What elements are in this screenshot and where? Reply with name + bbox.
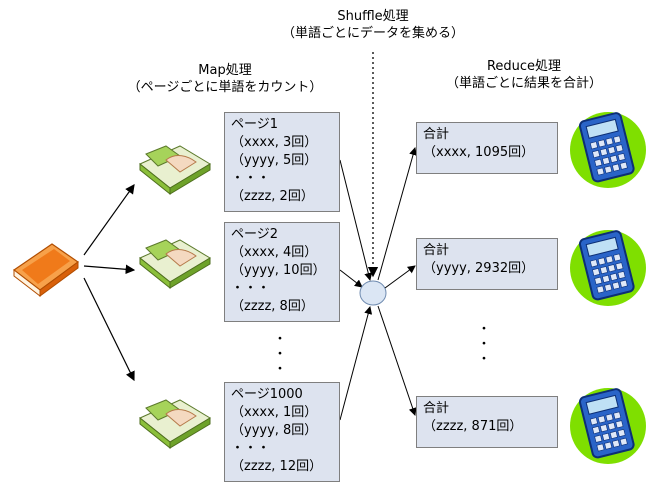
map-box-title: ページ1 <box>231 117 279 132</box>
open-book-icon <box>139 145 211 196</box>
shuffle-subtitle-text: （単語ごとにデータを集める） <box>281 26 464 41</box>
map-box-item: （zzzz, 2回） <box>231 189 314 204</box>
ellipsis-dot: ・ <box>273 362 287 377</box>
map-box-item: （xxxx, 4回） <box>231 245 318 260</box>
map-box-item: （xxxx, 1回） <box>231 405 318 420</box>
map-box-page1: ページ1 （xxxx, 3回） （yyyy, 5回） ・・・ （zzzz, 2回… <box>224 112 340 212</box>
arrow-source-to-page1 <box>83 184 135 256</box>
map-title: Map処理 （ページごとに単語をカウント） <box>114 62 336 96</box>
arrow-shuffle-to-result3 <box>377 305 417 416</box>
map-box-item: ・・・ <box>231 441 271 456</box>
arrow-shuffle-to-result1 <box>377 147 417 281</box>
ellipsis-dot: ・ <box>477 322 491 337</box>
ellipsis-dot: ・ <box>273 332 287 347</box>
ellipsis-dot: ・ <box>477 337 491 352</box>
map-title-text: Map処理 <box>198 63 252 78</box>
reduce-title: Reduce処理 （単語ごとに結果を合計） <box>424 58 624 92</box>
map-box-page2: ページ2 （xxxx, 4回） （yyyy, 10回） ・・・ （zzzz, 8… <box>224 222 340 322</box>
map-vertical-ellipsis: ・ ・ ・ <box>270 332 290 377</box>
calculator-icon <box>570 388 646 464</box>
arrow-page1-to-shuffle <box>339 159 373 281</box>
reduce-box-xxxx: 合計 （xxxx, 1095回） <box>416 122 558 174</box>
arrow-source-to-page2 <box>83 264 136 275</box>
calculator-icon <box>570 112 646 188</box>
reduce-subtitle-text: （単語ごとに結果を合計） <box>445 76 602 91</box>
ellipsis-dot: ・ <box>477 352 491 367</box>
arrow-shuffle-to-result2 <box>384 265 416 289</box>
arrow-source-to-page1000 <box>83 277 135 382</box>
shuffle-title-text: Shuffle処理 <box>337 9 409 24</box>
reduce-box-title: 合計 <box>423 401 450 416</box>
map-box-page1000: ページ1000 （xxxx, 1回） （yyyy, 8回） ・・・ （zzzz,… <box>224 382 340 482</box>
ellipsis-dot: ・ <box>273 347 287 362</box>
reduce-box-value: （xxxx, 1095回） <box>423 145 535 160</box>
map-box-item: （yyyy, 10回） <box>231 263 326 278</box>
map-box-title: ページ1000 <box>231 387 303 402</box>
reduce-box-title: 合計 <box>423 243 450 258</box>
map-box-item: ・・・ <box>231 281 271 296</box>
reduce-box-zzzz: 合計 （zzzz, 871回） <box>416 396 558 448</box>
arrow-page1000-to-shuffle <box>339 306 373 421</box>
map-box-item: （zzzz, 8回） <box>231 299 314 314</box>
map-box-item: （xxxx, 3回） <box>231 135 318 150</box>
book-icon <box>12 243 80 298</box>
map-box-item: ・・・ <box>231 171 271 186</box>
reduce-box-yyyy: 合計 （yyyy, 2932回） <box>416 238 558 290</box>
reduce-box-value: （yyyy, 2932回） <box>423 261 535 276</box>
open-book-icon <box>139 239 211 290</box>
map-box-title: ページ2 <box>231 227 279 242</box>
arrow-page2-to-shuffle <box>339 269 363 288</box>
reduce-box-value: （zzzz, 871回） <box>423 419 523 434</box>
shuffle-hub <box>359 280 387 306</box>
open-book-icon <box>139 399 211 450</box>
shuffle-title: Shuffle処理 （単語ごとにデータを集める） <box>270 8 476 42</box>
reduce-vertical-ellipsis: ・ ・ ・ <box>474 322 494 367</box>
map-box-item: （yyyy, 5回） <box>231 153 318 168</box>
reduce-title-text: Reduce処理 <box>486 59 562 74</box>
map-subtitle-text: （ページごとに単語をカウント） <box>127 80 323 95</box>
map-box-item: （zzzz, 12回） <box>231 459 323 474</box>
reduce-box-title: 合計 <box>423 127 450 142</box>
calculator-icon <box>570 230 646 306</box>
map-box-item: （yyyy, 8回） <box>231 423 318 438</box>
